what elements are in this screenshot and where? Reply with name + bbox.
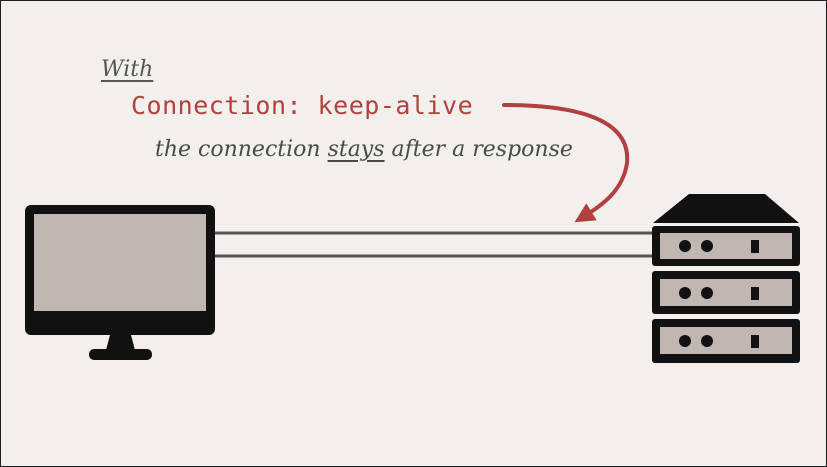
explanation-after: after a response (391, 137, 573, 162)
keep-alive-header: Connection: keep-alive (131, 91, 474, 120)
curved-arrow-icon (502, 103, 630, 223)
explanation-text: the connection stays after a response (155, 137, 573, 162)
with-label: With (101, 57, 154, 82)
server-rack-icon (652, 194, 800, 363)
persistent-connection (213, 231, 653, 258)
explanation-emphasis: stays (327, 137, 385, 162)
explanation-before: the connection (155, 137, 321, 162)
computer-monitor-icon (25, 205, 215, 360)
